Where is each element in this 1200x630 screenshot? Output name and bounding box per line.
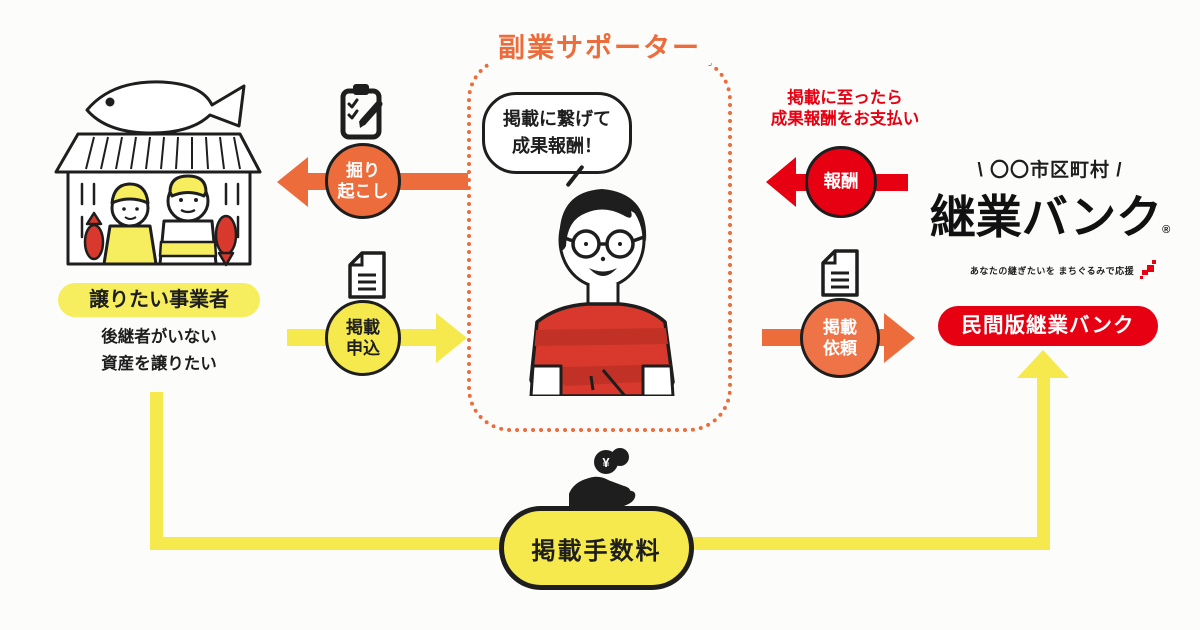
fee-path-vertical-right bbox=[1037, 376, 1050, 550]
fish-eye bbox=[105, 97, 115, 107]
fishmonger-right bbox=[158, 174, 238, 267]
request-circle: 掲載 依頼 bbox=[800, 298, 880, 378]
bubble-line-2: 成果報酬！ bbox=[512, 136, 602, 156]
svg-text:¥: ¥ bbox=[602, 455, 610, 470]
owner-notes: 後継者がいない 資産を譲りたい bbox=[63, 324, 255, 378]
reward-arrow-head bbox=[766, 157, 796, 207]
apply-arrow-head bbox=[436, 313, 467, 363]
municipality-label: \ 〇〇市区町村 / bbox=[977, 160, 1123, 181]
apply-label-2: 申込 bbox=[346, 339, 380, 358]
dig-label-2: 起こし bbox=[337, 182, 389, 201]
bank-logo-text: 継業バンク bbox=[929, 191, 1163, 243]
japan-map-icon bbox=[1140, 260, 1157, 279]
reward-label: 報酬 bbox=[823, 171, 859, 192]
request-arrow-head bbox=[884, 313, 915, 363]
fish-shop-illustration bbox=[54, 80, 262, 267]
document-icon bbox=[821, 249, 859, 297]
fee-path-vertical-left bbox=[150, 392, 163, 550]
reward-note-2: 成果報酬をお支払い bbox=[770, 110, 920, 128]
fishmonger-left bbox=[83, 182, 158, 266]
bank-tagline-row: あなたの継ぎたいを まちぐるみで応援 bbox=[946, 260, 1182, 280]
owner-label-badge: 譲りたい事業者 bbox=[58, 283, 260, 317]
registered-mark: ® bbox=[1162, 224, 1171, 236]
dig-arrow-head bbox=[277, 157, 308, 207]
dig-label-1: 掘り bbox=[346, 160, 380, 180]
clipboard-check-icon bbox=[340, 84, 383, 140]
hand-coin-yen-icon: ¥ bbox=[569, 448, 636, 510]
apply-circle: 掲載 申込 bbox=[325, 300, 401, 376]
reward-circle: 報酬 bbox=[805, 146, 877, 218]
owner-note-1: 後継者がいない bbox=[101, 328, 217, 346]
document-icon bbox=[348, 251, 386, 299]
owner-note-2: 資産を譲りたい bbox=[101, 355, 217, 373]
request-label-2: 依頼 bbox=[823, 339, 857, 358]
bubble-line-1: 掲載に繋げて bbox=[503, 109, 611, 129]
supporter-person-illustration bbox=[529, 189, 675, 396]
fee-badge: 掲載手数料 bbox=[499, 506, 694, 590]
reward-note-1: 掲載に至ったら bbox=[787, 89, 903, 107]
fee-path-arrowhead-up bbox=[1017, 350, 1069, 378]
bank-logo: 継業バンク® bbox=[910, 181, 1190, 247]
fee-label: 掲載手数料 bbox=[531, 537, 662, 565]
apply-label-1: 掲載 bbox=[346, 317, 380, 337]
request-label-1: 掲載 bbox=[823, 317, 857, 337]
private-bank-badge: 民間版継業バンク bbox=[938, 306, 1158, 346]
supporter-title-text: 副業サポーター bbox=[488, 26, 711, 65]
reward-note: 掲載に至ったら 成果報酬をお支払い bbox=[750, 88, 940, 130]
bank-tagline: あなたの継ぎたいを まちぐるみで応援 bbox=[969, 265, 1135, 276]
supporter-title: 副業サポーター bbox=[437, 26, 762, 65]
dig-circle: 掘り 起こし bbox=[325, 143, 401, 219]
speech-bubble: 掲載に繋げて 成果報酬！ bbox=[482, 92, 632, 174]
